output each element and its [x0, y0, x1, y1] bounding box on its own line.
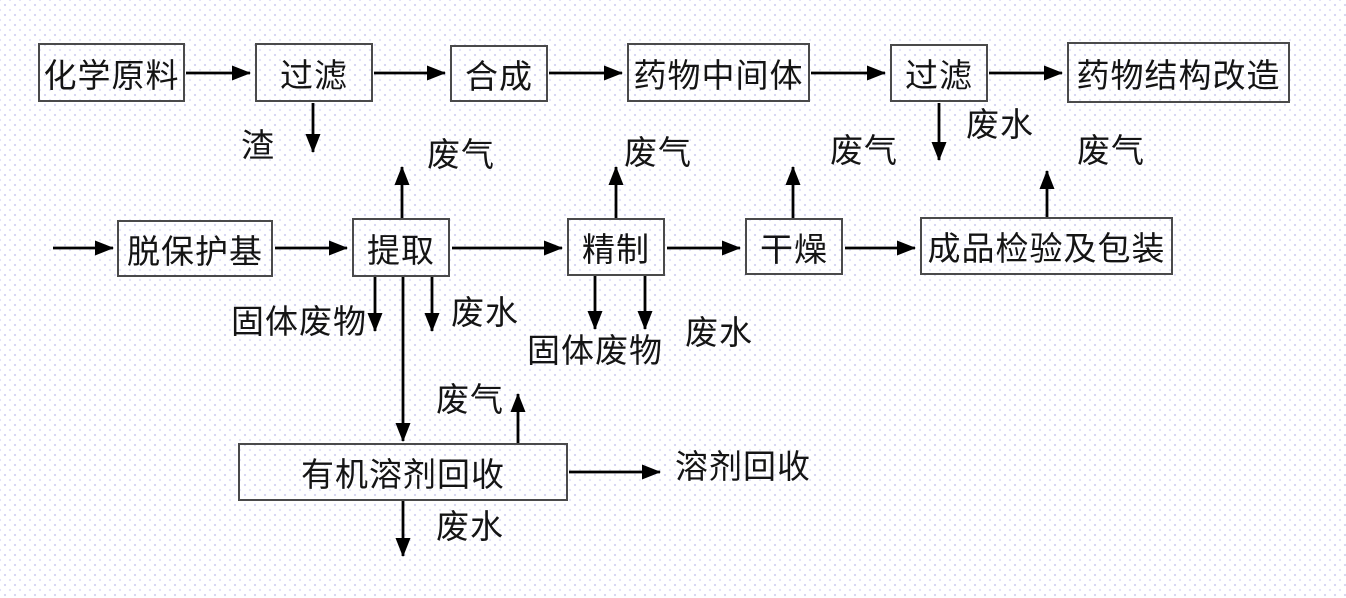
label-wastewater-filter-2: 废水: [966, 106, 1034, 143]
node-organic-solvent-recovery: 有机溶剂回收: [238, 443, 568, 501]
label-waste-gas-drying: 废气: [830, 132, 898, 169]
node-chemical-raw-material: 化学原料: [38, 43, 185, 102]
node-refining: 精制: [567, 218, 665, 276]
label-wastewater-refining: 废水: [685, 314, 753, 351]
label-slag-filter-1: 渣: [241, 127, 275, 164]
label-wastewater-extraction: 废水: [451, 294, 519, 331]
node-filter-2: 过滤: [890, 44, 988, 102]
label-solid-waste-extraction: 固体废物: [231, 303, 367, 340]
node-synthesis: 合成: [450, 45, 548, 102]
node-drug-intermediate: 药物中间体: [627, 43, 810, 102]
node-filter-1: 过滤: [255, 43, 373, 102]
label-solvent-recovery-output: 溶剂回收: [675, 448, 811, 485]
label-waste-gas-refining: 废气: [624, 134, 692, 171]
label-waste-gas-extraction: 废气: [427, 136, 495, 173]
node-drying: 干燥: [745, 218, 843, 275]
node-inspection-and-packaging: 成品检验及包装: [920, 217, 1173, 275]
node-drug-structure-modification: 药物结构改造: [1067, 42, 1290, 103]
label-waste-gas-solvent-recovery: 废气: [436, 381, 504, 418]
node-extraction: 提取: [352, 218, 450, 277]
label-wastewater-solvent-recovery: 废水: [436, 508, 504, 545]
label-waste-gas-packaging: 废气: [1077, 132, 1145, 169]
node-deprotection: 脱保护基: [117, 220, 273, 277]
label-solid-waste-refining: 固体废物: [527, 332, 663, 369]
